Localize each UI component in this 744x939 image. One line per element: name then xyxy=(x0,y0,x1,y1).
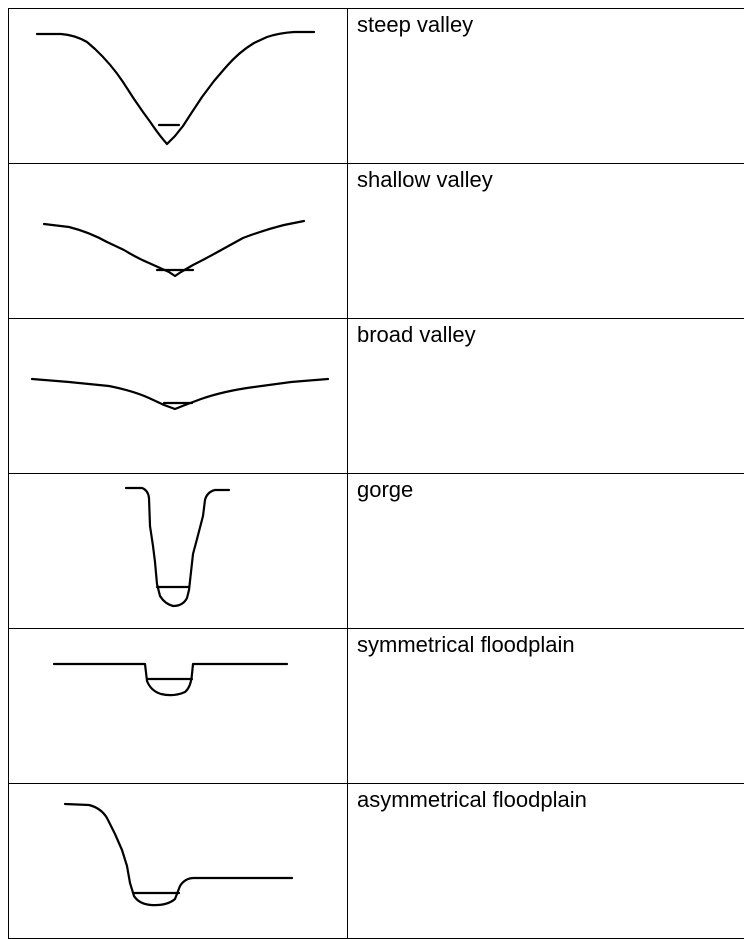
shallow-valley-diagram xyxy=(9,164,348,319)
steep-valley-profile xyxy=(9,9,348,163)
table-row: broad valley xyxy=(9,319,744,474)
steep-valley-diagram xyxy=(9,9,348,164)
valley-type-label: asymmetrical floodplain xyxy=(348,784,744,813)
valley-type-label: gorge xyxy=(348,474,744,503)
label-cell: asymmetrical floodplain xyxy=(348,784,744,939)
valley-type-label: shallow valley xyxy=(348,164,744,193)
valley-type-label: steep valley xyxy=(348,9,744,38)
table-row: steep valley xyxy=(9,9,744,164)
label-cell: symmetrical floodplain xyxy=(348,629,744,784)
asymmetrical-floodplain-profile xyxy=(9,784,348,938)
shallow-valley-profile xyxy=(9,164,348,318)
symmetrical-floodplain-profile xyxy=(9,629,348,783)
valley-profile-line xyxy=(37,32,314,144)
valley-type-label: symmetrical floodplain xyxy=(348,629,744,658)
broad-valley-profile xyxy=(9,319,348,473)
valley-profile-line xyxy=(126,488,229,606)
valley-type-label: broad valley xyxy=(348,319,744,348)
table-row: gorge xyxy=(9,474,744,629)
asymmetrical-floodplain-diagram xyxy=(9,784,348,939)
valley-profile-line xyxy=(32,379,328,409)
table-row: asymmetrical floodplain xyxy=(9,784,744,939)
label-cell: steep valley xyxy=(348,9,744,164)
gorge-diagram xyxy=(9,474,348,629)
valley-profile-line xyxy=(65,804,292,905)
label-cell: gorge xyxy=(348,474,744,629)
valley-profile-line xyxy=(44,221,304,276)
gorge-profile xyxy=(9,474,348,628)
symmetrical-floodplain-diagram xyxy=(9,629,348,784)
broad-valley-diagram xyxy=(9,319,348,474)
table-row: symmetrical floodplain xyxy=(9,629,744,784)
label-cell: broad valley xyxy=(348,319,744,474)
label-cell: shallow valley xyxy=(348,164,744,319)
valley-types-table: steep valley shallow valley broad valley xyxy=(8,8,744,939)
table-row: shallow valley xyxy=(9,164,744,319)
